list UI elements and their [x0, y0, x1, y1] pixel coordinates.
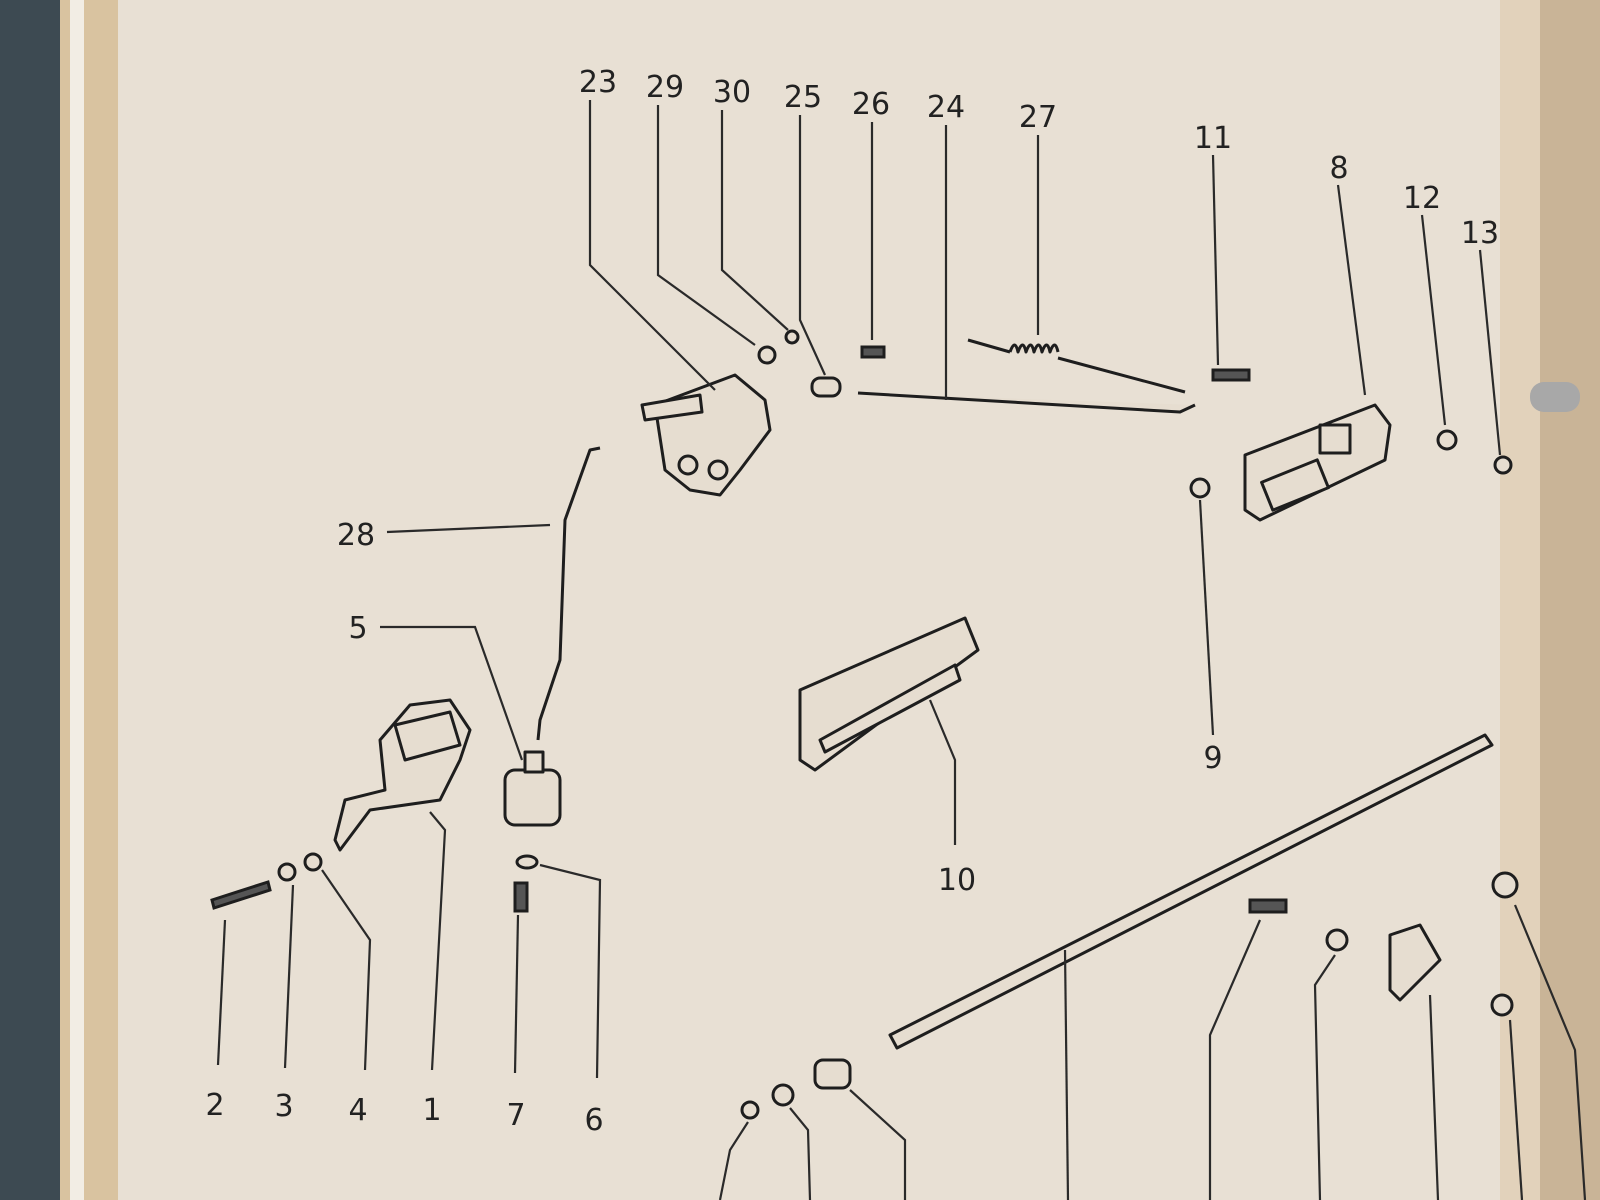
callout-3: 3 — [274, 1089, 293, 1124]
page — [118, 0, 1538, 1200]
callout-13: 13 — [1461, 216, 1499, 251]
leader-lines — [216, 100, 1587, 1200]
part-29-washer — [757, 345, 777, 365]
callout-28: 28 — [337, 518, 375, 553]
part-11-screw — [1211, 368, 1251, 382]
callout-30: 30 — [713, 75, 751, 110]
callout-7: 7 — [506, 1098, 525, 1133]
binder-ring — [1530, 382, 1580, 412]
part-7-bolt — [513, 881, 529, 913]
part-26-bolt — [860, 345, 886, 359]
callout-11: 11 — [1194, 121, 1232, 156]
part-6-washer — [515, 854, 539, 870]
part-8-latch-plate — [1243, 403, 1392, 522]
callout-10: 10 — [938, 863, 976, 898]
part-4-nut — [303, 852, 323, 872]
part-27-spring — [967, 338, 1186, 394]
part-28-rod — [536, 446, 601, 741]
part-30-clip — [784, 329, 800, 345]
callout-6: 6 — [584, 1103, 603, 1138]
washer — [1325, 928, 1349, 952]
callout-5: 5 — [348, 611, 367, 646]
part-25-bushing — [810, 376, 842, 398]
callout-27: 27 — [1019, 100, 1057, 135]
part-12-washer — [1436, 429, 1458, 451]
callout-4: 4 — [348, 1093, 367, 1128]
callout-29: 29 — [646, 70, 684, 105]
binder — [1540, 0, 1600, 1200]
part-9-washer — [1189, 477, 1211, 499]
bracket — [1388, 923, 1442, 1002]
part-10-handle-plate — [798, 616, 980, 772]
part-2-threaded-stud — [210, 880, 272, 910]
part-24-rod — [857, 391, 1196, 414]
callout-25: 25 — [784, 80, 822, 115]
callout-2: 2 — [205, 1088, 224, 1123]
callout-12: 12 — [1403, 181, 1441, 216]
shaft — [888, 733, 1494, 1050]
nut — [1490, 993, 1514, 1017]
clip — [740, 1100, 760, 1120]
callout-23: 23 — [579, 65, 617, 100]
callout-8: 8 — [1329, 151, 1348, 186]
washer — [1491, 871, 1519, 899]
part-1-handle-housing — [333, 698, 472, 852]
bolt — [1248, 898, 1288, 914]
page-right-edge — [1500, 0, 1540, 1200]
book-edge — [60, 0, 120, 1200]
part-13-nut — [1493, 455, 1513, 475]
callout-1: 1 — [422, 1093, 441, 1128]
callout-9: 9 — [1203, 741, 1222, 776]
part-23-lever-plate — [640, 373, 772, 497]
callout-26: 26 — [852, 87, 890, 122]
part-3-washer — [277, 862, 297, 882]
callout-24: 24 — [927, 90, 965, 125]
part-5-knob — [503, 750, 562, 827]
bushing — [813, 1058, 852, 1090]
book-edge-highlight — [70, 0, 84, 1200]
washer — [771, 1083, 795, 1107]
